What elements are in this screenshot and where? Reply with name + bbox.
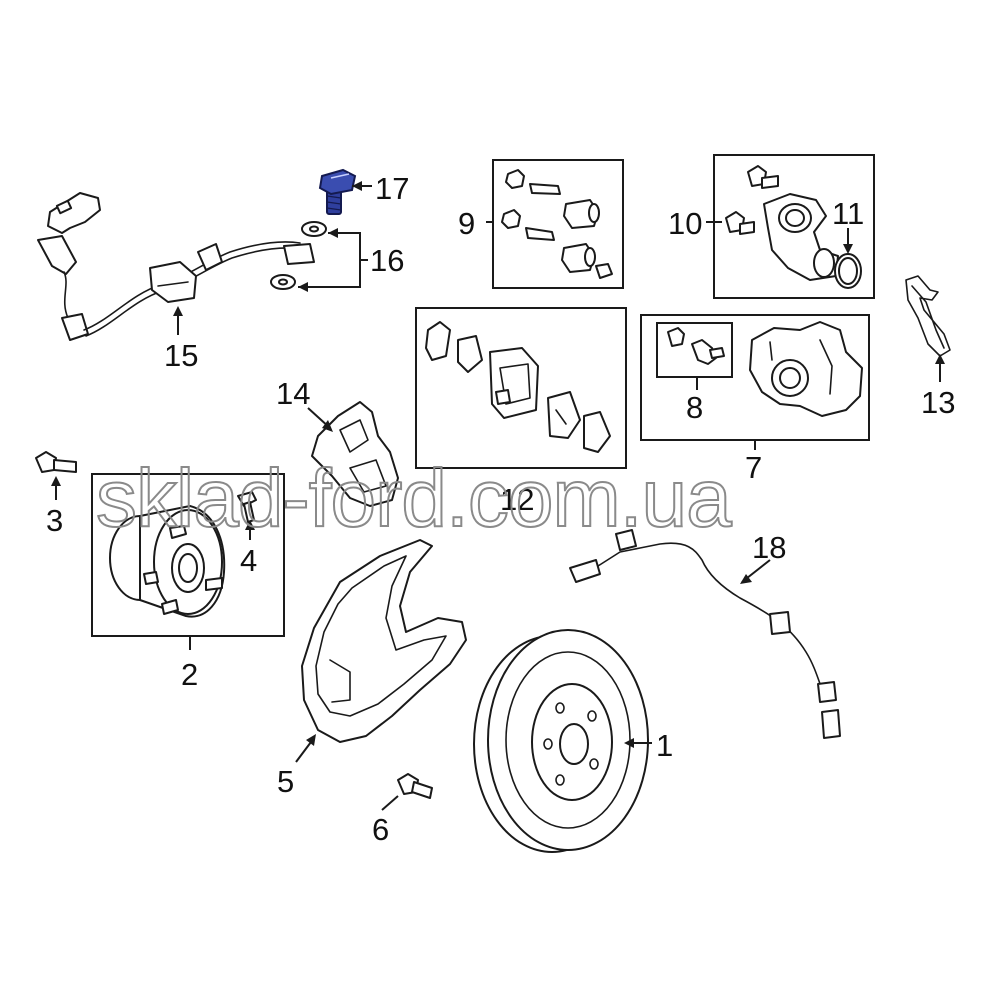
part-9-guide-pins[interactable] [501,169,613,279]
part-15-harness[interactable] [37,192,315,341]
part-14-support[interactable] [311,401,399,507]
box-12 [415,307,627,469]
callout-2-label[interactable]: 2 [181,657,198,692]
part-1-rotor[interactable] [473,629,649,853]
part-7-caliper[interactable] [749,321,863,417]
arrow-5 [306,734,316,746]
arrow-15 [173,306,183,316]
part-5-shield[interactable] [301,539,467,743]
callout-18-label[interactable]: 18 [752,530,786,565]
callout-6-label[interactable]: 6 [372,812,389,847]
callout-4-label[interactable]: 4 [240,543,257,578]
callout-9-label[interactable]: 9 [458,206,475,241]
callout-7-label[interactable]: 7 [745,450,762,485]
callout-3-label[interactable]: 3 [46,503,63,538]
arrow-14 [322,420,333,432]
arrow-1 [624,738,634,748]
part-4-stud[interactable] [237,491,257,523]
callout-1-label[interactable]: 1 [656,728,673,763]
arrow-17 [352,181,362,191]
arrow-3 [51,476,61,486]
part-18-sensor[interactable] [569,529,841,739]
part-2-hub[interactable] [109,505,226,618]
part-8-bleeder[interactable] [667,327,725,365]
arrow-4 [245,520,255,530]
lead-6 [381,795,399,811]
part-11-o-ring[interactable] [834,253,862,289]
callout-12-label[interactable]: 12 [500,482,534,517]
callout-17-label[interactable]: 17 [375,171,409,206]
watermark-text: sklad-ford.com.ua [96,453,732,544]
part-12-pads[interactable] [425,321,611,453]
box-10 [713,154,875,299]
callout-11-label[interactable]: 11 [832,196,864,231]
box-9 [492,159,624,289]
callout-10-label[interactable]: 10 [668,206,702,241]
part-13-clip[interactable] [905,275,951,357]
part-6-bolt[interactable] [397,773,433,799]
arrow-18 [740,574,752,584]
arrow-16b [298,282,308,292]
box-2 [91,473,285,637]
callout-5-label[interactable]: 5 [277,764,294,799]
callout-13-label[interactable]: 13 [921,385,955,420]
arrow-11 [843,244,853,254]
arrow-13 [935,354,945,364]
arrow-16a [328,228,338,238]
box-8 [656,322,733,378]
part-16-washers[interactable] [270,221,327,290]
callout-15-label[interactable]: 15 [164,338,198,373]
part-10-motor[interactable] [725,165,839,281]
part-17-bolt[interactable] [318,168,357,215]
callout-8-label[interactable]: 8 [686,390,703,425]
part-3-bolt[interactable] [35,451,77,473]
callout-14-label[interactable]: 14 [276,376,310,411]
callout-16-label[interactable]: 16 [370,243,404,278]
